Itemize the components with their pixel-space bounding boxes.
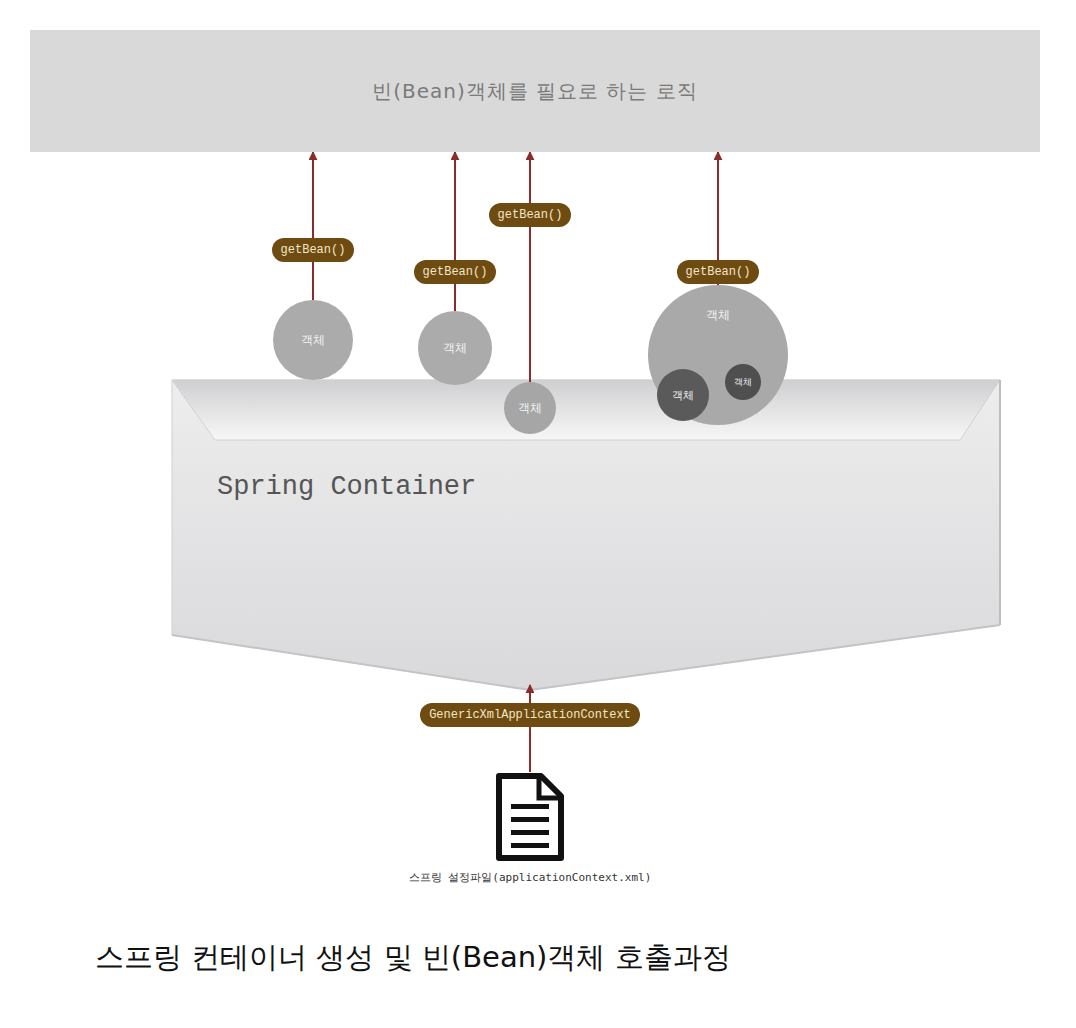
box-edge <box>172 625 1000 690</box>
arrow-connector <box>529 685 531 772</box>
container-label: Spring Container <box>217 472 476 502</box>
spring-container: Spring Container <box>172 440 1000 685</box>
object-label: 객체 <box>301 332 325 349</box>
object-label: 객체 <box>706 307 730 324</box>
box-top <box>172 380 1000 440</box>
logic-band: 빈(Bean)객체를 필요로 하는 로직 <box>30 30 1040 152</box>
file-label: 스프링 설정파일(applicationContext.xml) <box>409 870 652 885</box>
box-edge <box>999 380 1001 625</box>
arrow-connector <box>312 152 314 300</box>
bean-object: 객체 <box>273 300 353 380</box>
band-label: 빈(Bean)객체를 필요로 하는 로직 <box>372 78 698 105</box>
method-label: getBean() <box>414 260 497 284</box>
method-label: GenericXmlApplicationContext <box>420 703 640 727</box>
bean-object: 객체 <box>504 382 556 434</box>
inner-object: 객체 <box>657 369 709 421</box>
object-label: 객체 <box>518 400 542 417</box>
bean-object: 객체객체객체 <box>648 285 788 425</box>
method-label: getBean() <box>272 238 355 262</box>
arrow-connector <box>529 152 531 382</box>
figure-caption: 스프링 컨테이너 생성 및 빈(Bean)객체 호출과정 <box>95 938 731 978</box>
object-label: 객체 <box>672 388 694 403</box>
config-file: 스프링 설정파일(applicationContext.xml) <box>399 772 662 922</box>
box-front <box>172 380 1000 690</box>
object-label: 객체 <box>734 376 752 389</box>
method-label: getBean() <box>489 203 572 227</box>
bean-object: 객체 <box>418 311 492 385</box>
object-label: 객체 <box>443 340 467 357</box>
method-label: getBean() <box>677 260 760 284</box>
document-icon <box>495 772 565 862</box>
arrow-connector <box>454 152 456 311</box>
inner-object: 객체 <box>725 364 761 400</box>
